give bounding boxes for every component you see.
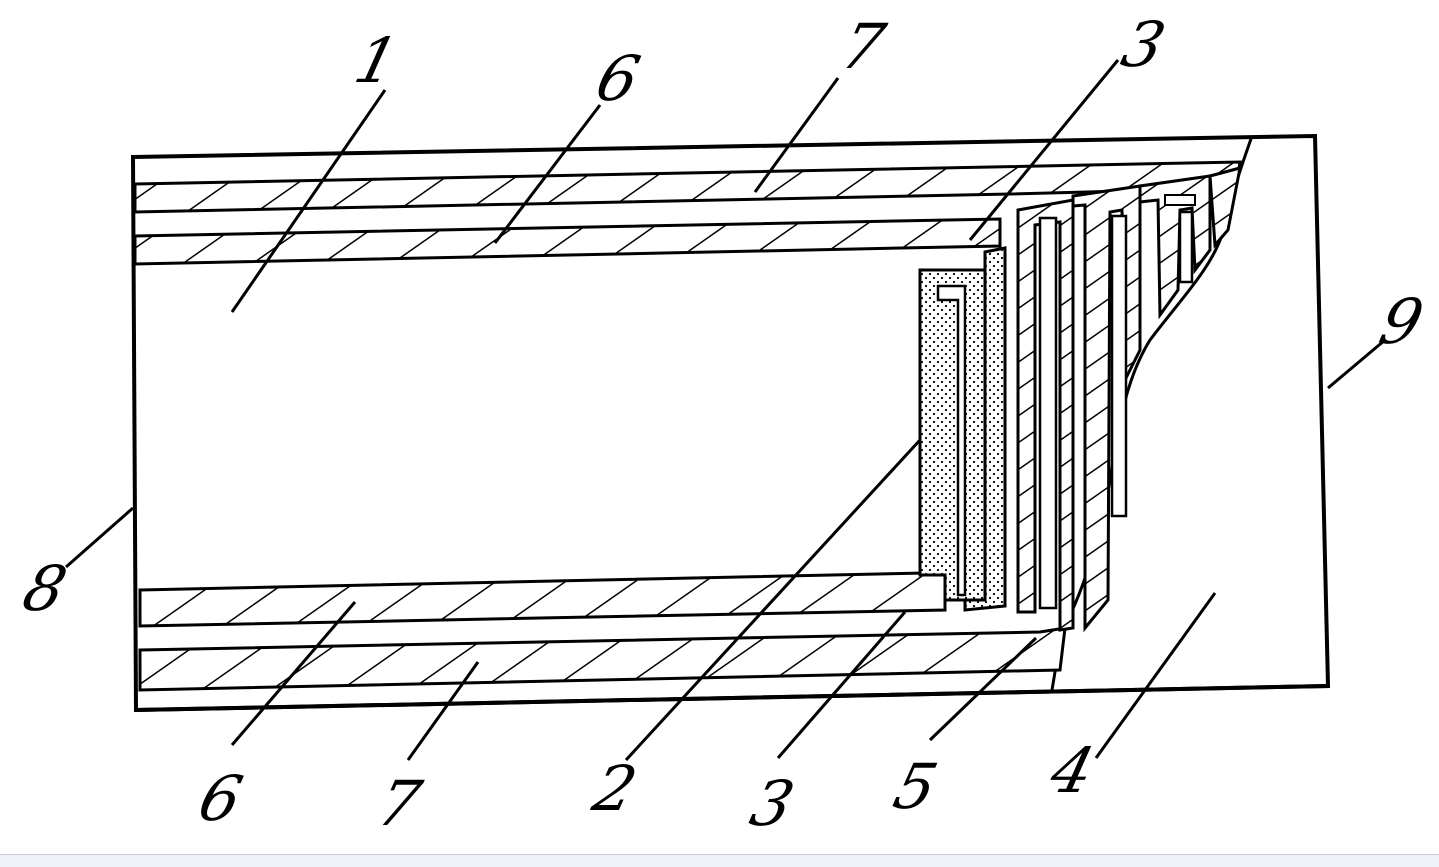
leader-7-top <box>753 77 840 193</box>
bottom-outer-film <box>138 626 1067 692</box>
leader-3-top <box>968 59 1120 241</box>
vertical-layer-1 <box>1016 198 1075 632</box>
bottom-edge <box>135 684 1329 712</box>
ref-5: 5 <box>887 751 944 823</box>
ref-3-top: 3 <box>1115 9 1172 81</box>
ref-6-top: 6 <box>589 43 646 115</box>
ref-8: 8 <box>16 553 73 625</box>
ref-9: 9 <box>1373 286 1430 358</box>
leader-1 <box>230 89 387 313</box>
leader-8 <box>65 506 134 569</box>
slot-b <box>1110 214 1128 518</box>
leader-4 <box>1094 592 1217 759</box>
dotted-strip <box>963 246 1007 612</box>
ref-7-bottom: 7 <box>371 768 428 840</box>
ref-1: 1 <box>348 25 405 97</box>
vertical-layer-4 <box>1208 165 1242 249</box>
ref-7-top: 7 <box>834 11 891 83</box>
leader-6-bottom <box>230 601 357 746</box>
window-bottom-strip <box>0 854 1439 867</box>
slot-a <box>1038 216 1058 610</box>
top-inner-film <box>133 217 1002 266</box>
ref-2: 2 <box>585 753 643 825</box>
folded-electrode-slot <box>936 284 967 597</box>
ref-3-bottom: 3 <box>744 768 801 840</box>
vertical-layer-2 <box>1071 184 1142 633</box>
leader-6-top <box>493 104 602 244</box>
leader-7-bottom <box>406 661 480 761</box>
slot-c <box>1178 210 1194 284</box>
slot-d <box>1164 194 1196 206</box>
leader-2 <box>624 438 922 762</box>
leader-5 <box>928 636 1038 742</box>
leader-9 <box>1327 338 1386 390</box>
ref-6-bottom: 6 <box>192 763 249 835</box>
folded-electrode-outer <box>918 268 987 602</box>
ref-4: 4 <box>1043 735 1101 807</box>
leader-3-bottom <box>776 611 907 759</box>
leader-lines <box>65 59 1386 762</box>
